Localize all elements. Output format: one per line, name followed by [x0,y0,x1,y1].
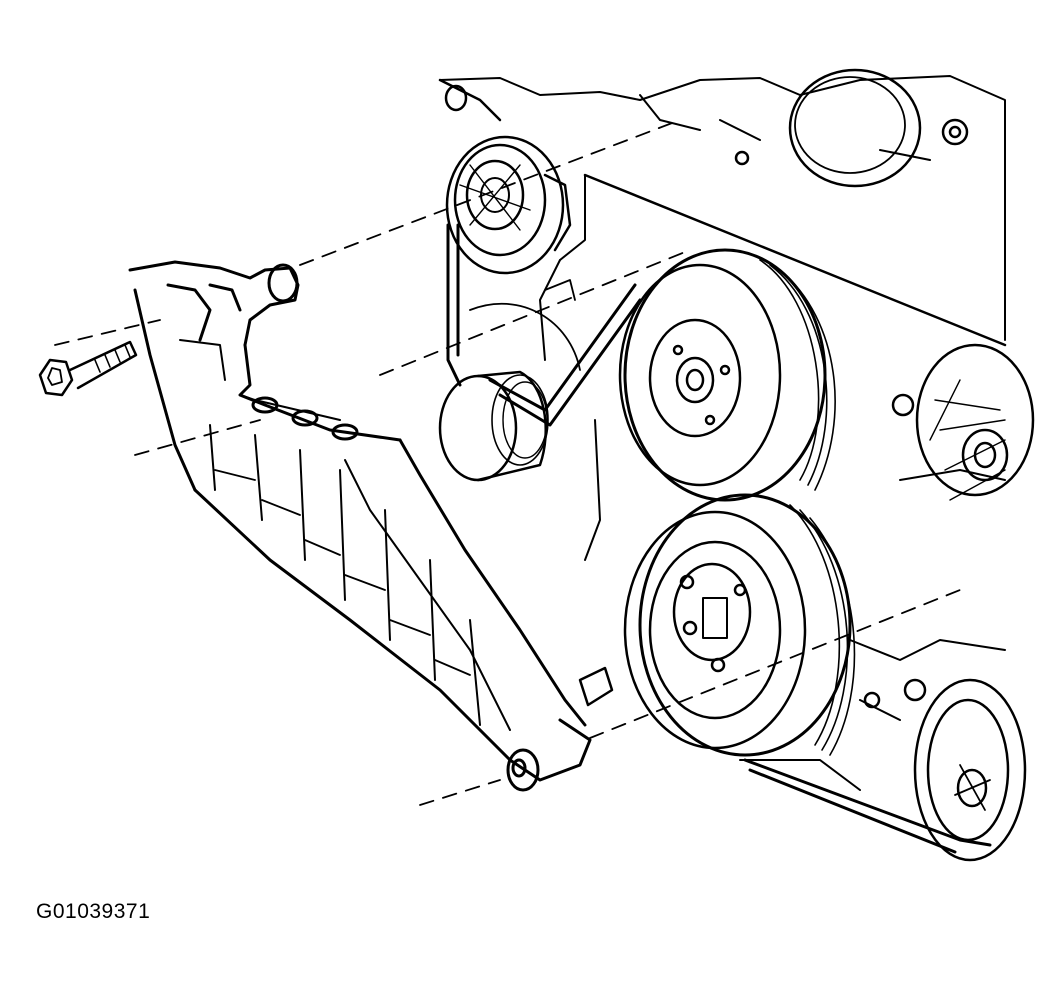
figure-code-label: G01039371 [36,900,151,923]
belt-tensioner [891,343,1035,501]
small-pulley [438,279,581,482]
bolt [38,340,138,397]
idler-pulley [438,78,572,275]
lower-crank-pulley [578,493,856,757]
engine-cover-circle [734,68,969,188]
ac-compressor [863,678,1027,862]
alignment-lines [54,119,961,806]
drive-belt [446,223,992,854]
upper-crank-pulley [618,248,836,502]
mounting-bracket [128,260,592,792]
